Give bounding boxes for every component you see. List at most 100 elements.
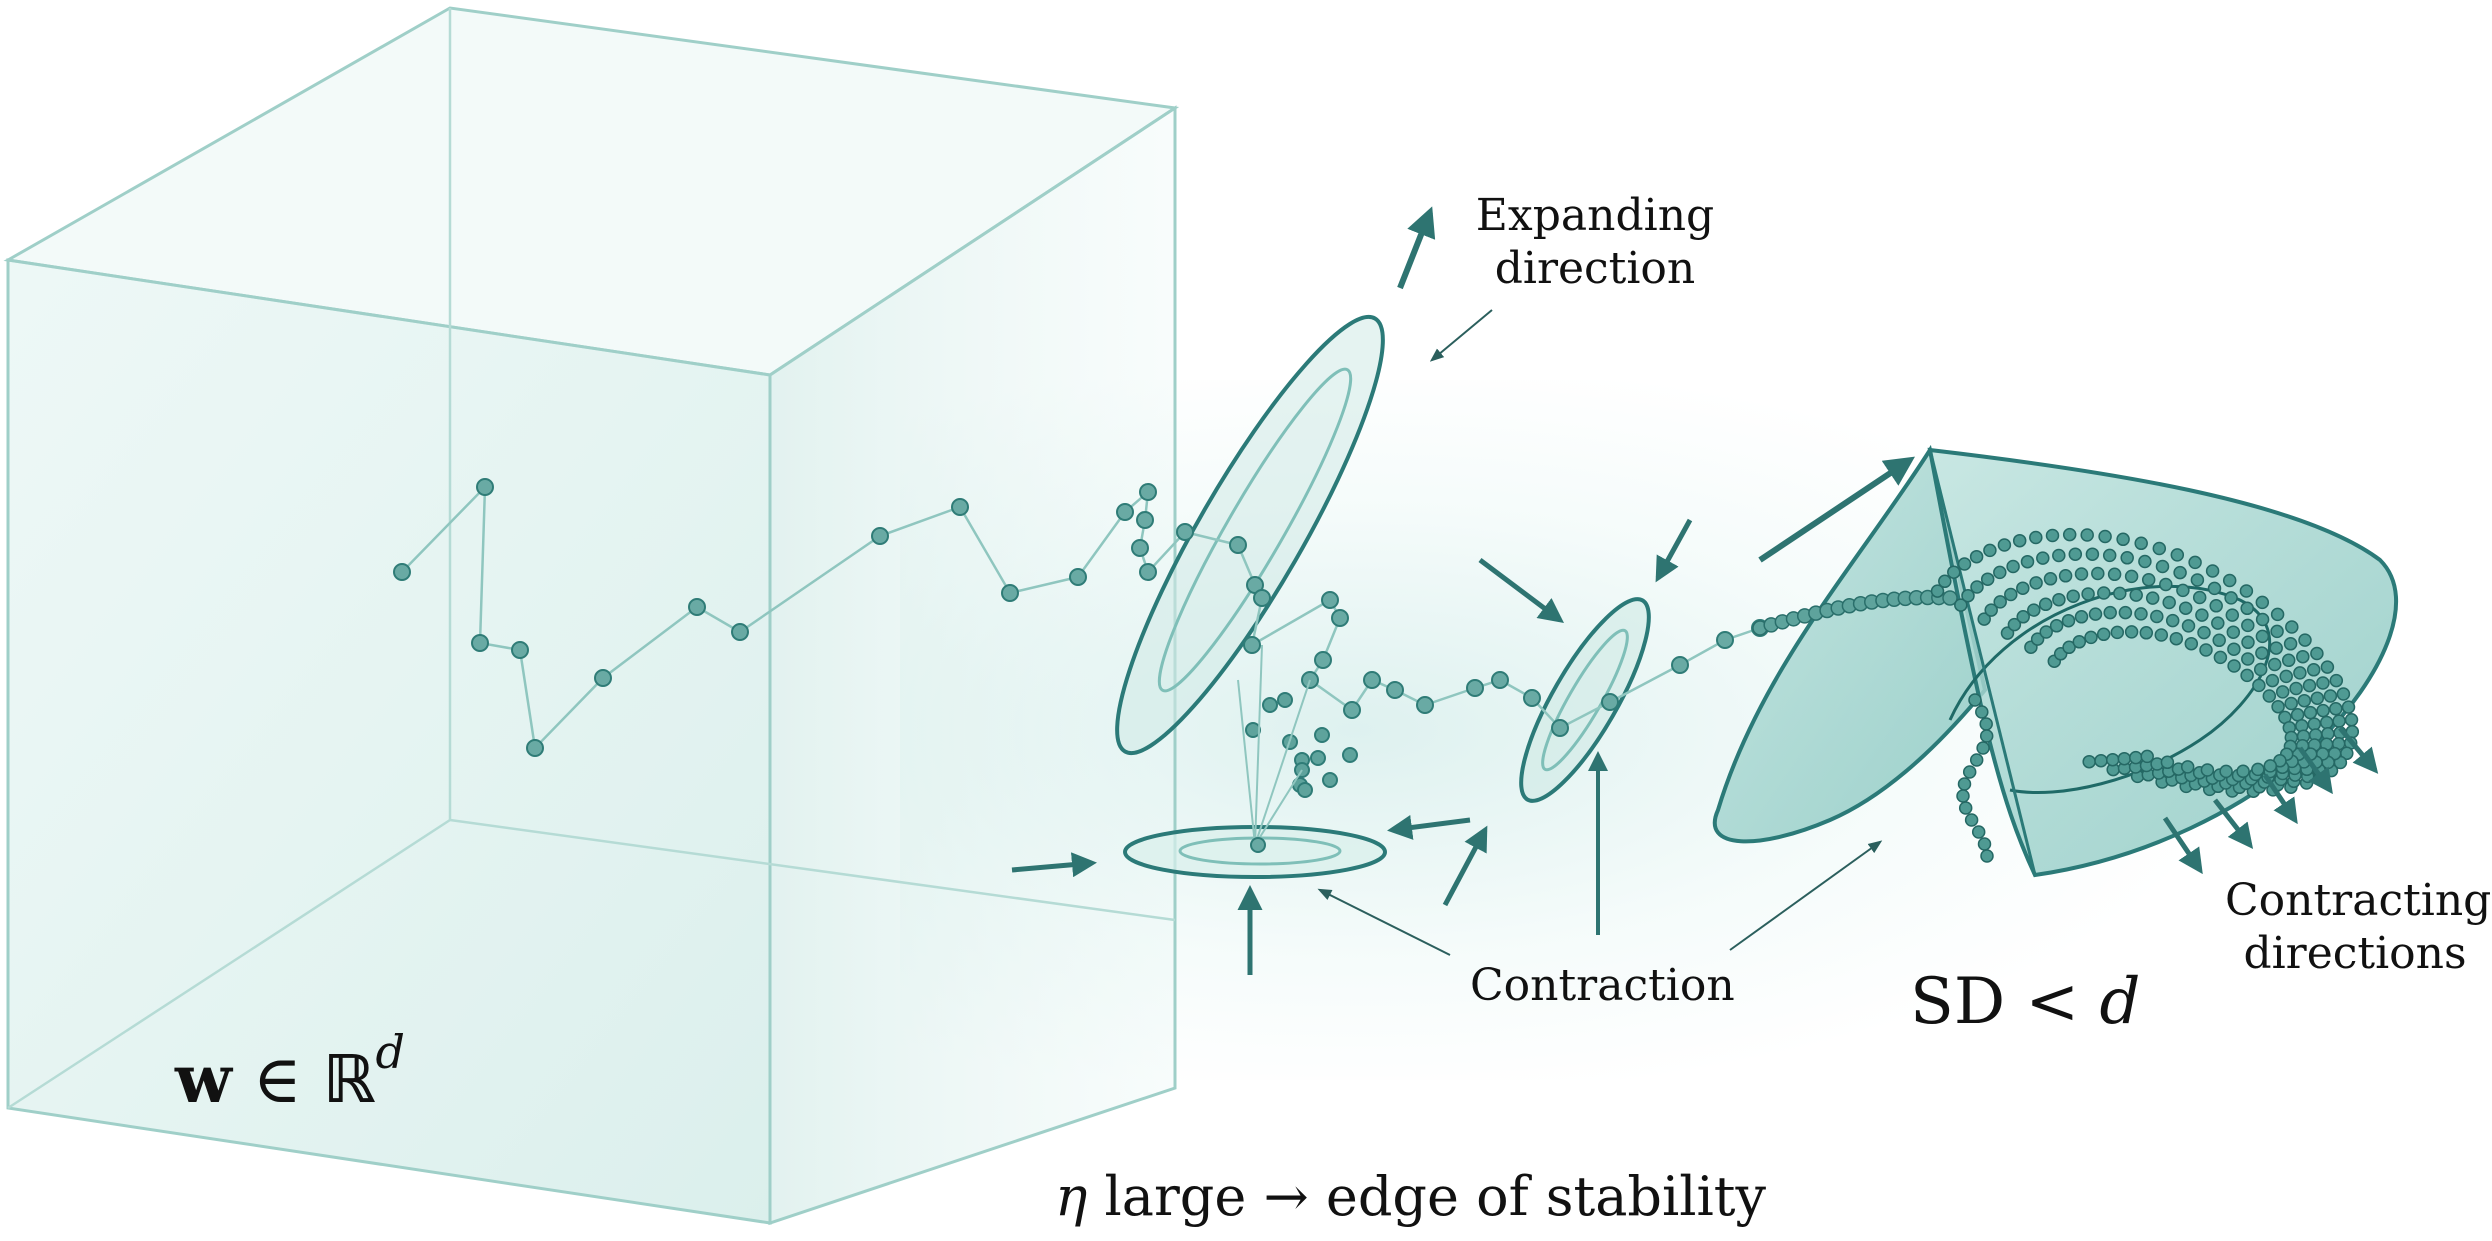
attractor-point <box>2119 607 2131 619</box>
attractor-point <box>2099 531 2111 543</box>
trajectory-point <box>512 642 528 658</box>
real-numbers-symbol: ℝ <box>323 1041 376 1118</box>
attractor-point <box>1979 838 1991 850</box>
attractor-point <box>2069 548 2081 560</box>
caption-text: large → edge of stability <box>1105 1165 1766 1228</box>
attractor-point <box>2226 609 2238 621</box>
sharpness-dimension-formula: SD < d <box>1910 965 2140 1039</box>
attractor-point <box>2007 561 2019 573</box>
trajectory-point <box>1467 680 1483 696</box>
attractor-point <box>1977 742 1989 754</box>
attractor-point <box>2139 556 2151 568</box>
contracting-label-line-1: Contracting <box>2225 875 2485 928</box>
attractor-point <box>2253 679 2265 691</box>
attractor-point <box>2151 611 2163 623</box>
attractor-point <box>2224 575 2236 587</box>
trajectory-point <box>394 564 410 580</box>
attractor-point <box>2324 690 2336 702</box>
less-than-symbol: < <box>2026 965 2080 1039</box>
attractor-point <box>2051 620 2063 632</box>
attractor-point <box>2321 717 2333 729</box>
attractor-point <box>2269 659 2281 671</box>
attractor-point <box>2005 589 2017 601</box>
attractor-point <box>2263 690 2275 702</box>
attractor-point <box>2290 683 2302 695</box>
attractor-point <box>2213 634 2225 646</box>
attractor-point <box>1973 826 1985 838</box>
trajectory-point <box>1311 751 1325 765</box>
attractor-point <box>2308 664 2320 676</box>
attractor-point <box>2209 582 2221 594</box>
attractor-point <box>2311 692 2323 704</box>
trajectory-point <box>1230 537 1246 553</box>
attractor-point <box>2207 565 2219 577</box>
attractor-point <box>2242 619 2254 631</box>
attractor-point <box>2045 573 2057 585</box>
attractor-point <box>2283 654 2295 666</box>
attractor-point <box>2183 620 2195 632</box>
attractor-point <box>2076 568 2088 580</box>
trajectory-point <box>1244 637 1260 653</box>
attractor-point <box>2227 626 2239 638</box>
trajectory-point <box>1070 569 1086 585</box>
bottom-caption: η large → edge of stability <box>1055 1165 1766 1228</box>
attractor-point <box>2118 753 2130 765</box>
trajectory-point <box>1263 698 1277 712</box>
expanding-arrow <box>1400 212 1430 288</box>
trajectory-point <box>1417 697 1433 713</box>
attractor-point <box>2104 549 2116 561</box>
attractor-point <box>1971 581 1983 593</box>
attractor-point <box>2147 592 2159 604</box>
attractor-point <box>2126 626 2138 638</box>
sd-text: SD <box>1910 965 2005 1039</box>
attractor-point <box>1984 544 1996 556</box>
attractor-point <box>1971 551 1983 563</box>
attractor-point <box>2161 756 2173 768</box>
attractor-point <box>2121 552 2133 564</box>
attractor-point <box>2126 570 2138 582</box>
projection-line <box>1238 680 1255 845</box>
attractor-point <box>2104 607 2116 619</box>
attractor-point <box>2111 626 2123 638</box>
attractor-point <box>2330 675 2342 687</box>
projection-point <box>1251 838 1265 852</box>
attractor-point <box>2256 630 2268 642</box>
trajectory-point <box>1364 672 1380 688</box>
attractor-point <box>2170 633 2182 645</box>
attractor-point <box>2092 568 2104 580</box>
attractor-point <box>2130 752 2142 764</box>
attractor-point <box>2040 598 2052 610</box>
trajectory-point <box>1140 564 1156 580</box>
attractor-point <box>2240 585 2252 597</box>
trajectory-point <box>1177 524 1193 540</box>
attractor-point <box>2294 667 2306 679</box>
attractor-point <box>2198 627 2210 639</box>
trajectory-point <box>1492 672 1508 688</box>
trajectory-point <box>689 599 705 615</box>
attractor-point <box>2271 625 2283 637</box>
attractor-point <box>1966 814 1978 826</box>
attractor-point <box>2200 644 2212 656</box>
attractor-point <box>2343 701 2355 713</box>
attractor-point <box>2140 627 2152 639</box>
attractor-point <box>2241 602 2253 614</box>
attractor-point <box>2337 688 2349 700</box>
pointer-arrow <box>1320 890 1450 955</box>
eta-symbol: η <box>1055 1165 1087 1228</box>
trajectory-point <box>1315 728 1329 742</box>
trajectory-point <box>1322 592 1338 608</box>
attractor-point <box>2017 611 2029 623</box>
attractor-point <box>2135 537 2147 549</box>
attractor-point <box>2171 549 2183 561</box>
attractor-point <box>1959 778 1971 790</box>
attractor-point <box>1957 790 1969 802</box>
parameter-space-formula: w ∈ ℝd <box>175 1025 405 1118</box>
attractor-point <box>2095 755 2107 767</box>
attractor-point <box>2285 698 2297 710</box>
attractor-point <box>2085 631 2097 643</box>
attractor-point <box>2022 556 2034 568</box>
expanding-label-line-2: direction <box>1455 243 1735 296</box>
attractor-point <box>1960 802 1972 814</box>
attractor-point <box>1994 596 2006 608</box>
attractor-point <box>2177 584 2189 596</box>
